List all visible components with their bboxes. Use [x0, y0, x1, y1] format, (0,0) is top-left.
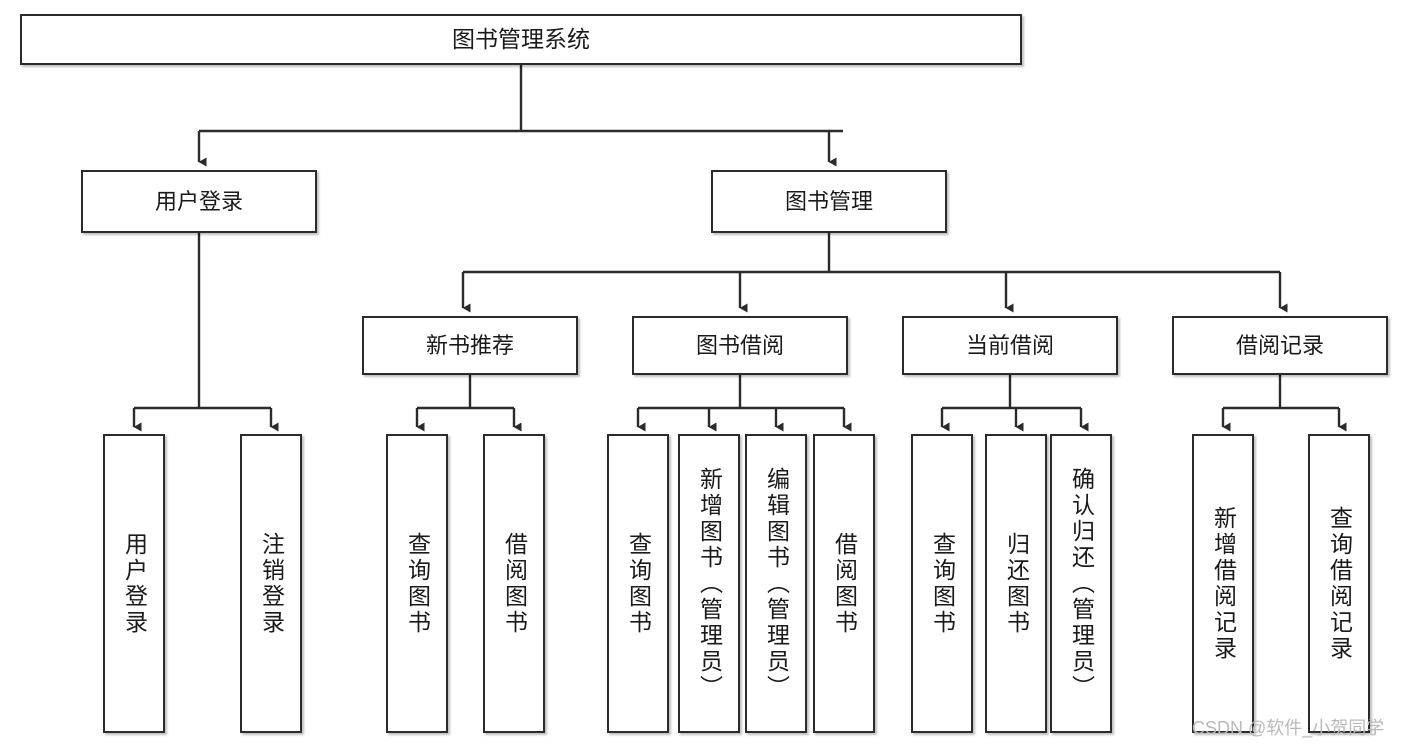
node-new-book-rec[interactable]: 新书推荐: [362, 316, 578, 375]
node-leaf-query-book-br[interactable]: 查询图书: [607, 434, 669, 733]
node-current-borrow-label: 当前借阅: [965, 332, 1054, 358]
node-leaf-add-record-label: 新增借阅记录: [1210, 505, 1237, 662]
node-leaf-return-book-label: 归还图书: [1003, 531, 1030, 636]
node-leaf-add-book[interactable]: 新增图书（管理员）: [678, 434, 740, 733]
node-book-manage[interactable]: 图书管理: [711, 170, 947, 233]
node-borrow-record[interactable]: 借阅记录: [1172, 316, 1388, 375]
node-leaf-logout-label: 注销登录: [258, 531, 285, 636]
node-leaf-query-book-cb-label: 查询图书: [929, 531, 956, 636]
node-leaf-query-book-rec[interactable]: 查询图书: [386, 434, 448, 733]
node-leaf-logout[interactable]: 注销登录: [240, 434, 302, 733]
node-leaf-return-book[interactable]: 归还图书: [985, 434, 1047, 733]
node-root-label: 图书管理系统: [452, 25, 590, 52]
node-leaf-borrow-book-br[interactable]: 借阅图书: [813, 434, 875, 733]
node-leaf-edit-book-label: 编辑图书（管理员）: [763, 466, 790, 701]
node-leaf-edit-book[interactable]: 编辑图书（管理员）: [745, 434, 807, 733]
node-current-borrow[interactable]: 当前借阅: [902, 316, 1118, 375]
node-leaf-add-record[interactable]: 新增借阅记录: [1192, 434, 1254, 733]
node-leaf-query-book-br-label: 查询图书: [625, 531, 652, 636]
node-user-login[interactable]: 用户登录: [81, 170, 317, 233]
node-book-borrow-label: 图书借阅: [695, 332, 784, 358]
node-leaf-borrow-book-br-label: 借阅图书: [831, 531, 858, 636]
node-book-borrow[interactable]: 图书借阅: [632, 316, 848, 375]
node-leaf-query-book-cb[interactable]: 查询图书: [911, 434, 973, 733]
node-leaf-query-record-label: 查询借阅记录: [1326, 505, 1353, 662]
node-leaf-confirm-return[interactable]: 确认归还（管理员）: [1050, 434, 1112, 733]
node-leaf-confirm-return-label: 确认归还（管理员）: [1068, 466, 1095, 701]
node-leaf-borrow-book-rec-label: 借阅图书: [501, 531, 528, 636]
node-book-manage-label: 图书管理: [784, 188, 873, 214]
node-leaf-add-book-label: 新增图书（管理员）: [696, 466, 723, 701]
node-new-book-rec-label: 新书推荐: [425, 332, 514, 358]
node-leaf-borrow-book-rec[interactable]: 借阅图书: [483, 434, 545, 733]
node-user-login-label: 用户登录: [154, 188, 243, 214]
node-leaf-query-book-rec-label: 查询图书: [404, 531, 431, 636]
node-leaf-query-record[interactable]: 查询借阅记录: [1308, 434, 1370, 733]
node-root[interactable]: 图书管理系统: [20, 14, 1022, 65]
node-leaf-user-login[interactable]: 用户登录: [103, 434, 165, 733]
node-borrow-record-label: 借阅记录: [1235, 332, 1324, 358]
node-leaf-user-login-label: 用户登录: [121, 531, 148, 636]
watermark: CSDN @软件_小贺同学: [1192, 718, 1385, 738]
